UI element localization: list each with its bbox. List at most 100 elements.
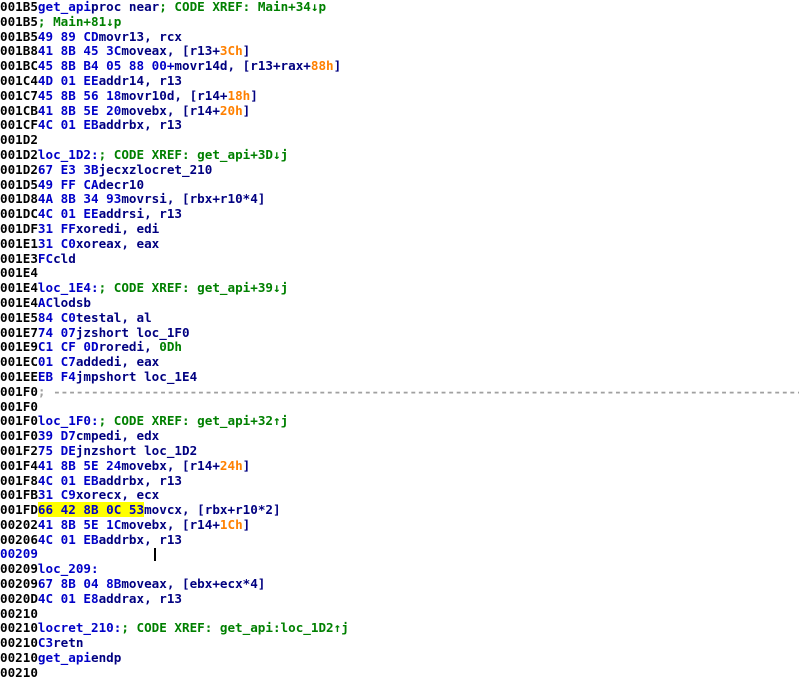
line-label[interactable]: locret_210:	[37, 620, 122, 636]
line-opcode-bytes[interactable]: 67 E3 3B	[37, 161, 99, 177]
line-mnemonic[interactable]: mov	[121, 576, 145, 592]
disasm-line[interactable]: 001E9C1 CF 0Droredi, 0Dh	[0, 339, 799, 355]
line-operands[interactable]: locret_210	[136, 161, 213, 177]
line-mnemonic[interactable]: add	[98, 72, 122, 88]
line-opcode-bytes[interactable]: 45 8B B4 05 88 00+	[37, 58, 175, 74]
line-mnemonic[interactable]: mov	[121, 516, 145, 532]
disasm-line[interactable]: 001E4AClodsb	[0, 294, 799, 311]
line-opcode-bytes[interactable]: 31 FF	[37, 220, 76, 236]
line-mnemonic[interactable]: jz	[75, 324, 92, 340]
line-mnemonic[interactable]: cmp	[75, 428, 99, 444]
line-operands[interactable]: eax, [ebx+ecx*4]	[144, 576, 266, 592]
line-opcode-bytes[interactable]: 41 8B 5E 1C	[37, 516, 122, 532]
line-mnemonic[interactable]: lodsb	[53, 294, 92, 310]
line-mnemonic[interactable]: add	[98, 472, 122, 488]
disasm-line[interactable]: 001B5; Main+81↓p	[0, 13, 799, 30]
line-opcode-bytes[interactable]: 41 8B 5E 20	[37, 102, 122, 118]
line-operands[interactable]: rax, r13	[121, 590, 183, 606]
line-label[interactable]: loc_1F0:	[37, 413, 99, 429]
disasm-line[interactable]: 001F039 D7cmpedi, edx	[0, 428, 799, 444]
line-operands[interactable]: short loc_1D2	[98, 442, 198, 458]
line-label[interactable]: get_api	[37, 0, 91, 14]
disasm-line[interactable]: 001D84A 8B 34 93movrsi, [rbx+r10*4]	[0, 191, 799, 207]
line-opcode-bytes[interactable]: 74 07	[37, 324, 76, 340]
line-comment[interactable]: ; CODE XREF: Main+34↓p	[159, 0, 327, 14]
line-opcode-bytes[interactable]: 01 C7	[37, 354, 76, 370]
line-mnemonic[interactable]: mov	[121, 457, 145, 473]
disasm-line[interactable]: 00210get_apiendp	[0, 650, 799, 666]
line-operands[interactable]: r13, rcx	[121, 28, 183, 44]
line-opcode-bytes[interactable]: 67 8B 04 8B	[37, 576, 122, 592]
line-operands[interactable]: r14, r13	[121, 72, 183, 88]
disasm-line[interactable]: 001D267 E3 3Bjecxzlocret_210	[0, 161, 799, 178]
line-mnemonic[interactable]: proc near	[91, 0, 160, 14]
line-operands[interactable]: ebx, [r14+1Ch]	[144, 516, 251, 532]
line-opcode-bytes[interactable]: 45 8B 56 18	[37, 87, 122, 103]
line-opcode-bytes[interactable]: AC	[37, 294, 54, 310]
line-mnemonic[interactable]: mov	[121, 191, 145, 207]
disasm-line[interactable]: 001FB31 C9xorecx, ecx	[0, 487, 799, 503]
line-operands[interactable]: short loc_1F0	[91, 324, 190, 340]
disasm-line[interactable]: 001F0; ---------------------------------…	[0, 384, 799, 400]
line-opcode-bytes[interactable]: 75 DE	[37, 442, 76, 458]
disasm-line[interactable]: 00210locret_210:; CODE XREF: get_api:loc…	[0, 621, 799, 636]
disasm-line[interactable]: 00209loc_209:	[0, 561, 799, 577]
line-label[interactable]: loc_1E4:	[37, 280, 99, 296]
disasm-line[interactable]: 001B5get_apiproc near; CODE XREF: Main+3…	[0, 0, 799, 15]
line-mnemonic[interactable]: jecxz	[98, 161, 137, 177]
disasm-line[interactable]: 001DC4C 01 EEaddrsi, r13	[0, 206, 799, 222]
line-mnemonic[interactable]: ror	[98, 339, 122, 355]
disasm-line[interactable]: 001D549 FF CAdecr10	[0, 176, 799, 193]
line-opcode-bytes[interactable]: 4C 01 E8	[37, 590, 99, 606]
line-operands[interactable]: ebx, [r14+20h]	[144, 102, 251, 118]
line-mnemonic[interactable]: xor	[75, 220, 99, 236]
line-comment[interactable]: ; Main+81↓p	[37, 13, 122, 29]
line-operands[interactable]: ebx, [r14+24h]	[144, 457, 251, 473]
line-operands[interactable]: al, al	[106, 309, 152, 325]
line-mnemonic[interactable]: add	[98, 531, 122, 547]
line-operands[interactable]: short loc_1E4	[98, 368, 198, 384]
disasm-line[interactable]: 001CB41 8B 5E 20movebx, [r14+20h]	[0, 102, 799, 119]
line-operands[interactable]: rbx, r13	[121, 472, 183, 488]
disasm-line[interactable]: 002064C 01 EBaddrbx, r13	[0, 531, 799, 548]
disasm-line[interactable]: 001EEEB F4jmpshort loc_1E4	[0, 368, 799, 385]
line-operands[interactable]: edi, edx	[98, 428, 160, 444]
line-opcode-bytes[interactable]: 4C 01 EB	[37, 472, 99, 488]
disasm-line[interactable]: 001F0	[0, 399, 799, 415]
disasm-line[interactable]: 001F84C 01 EBaddrbx, r13	[0, 472, 799, 489]
line-opcode-bytes[interactable]: 4A 8B 34 93	[37, 191, 122, 207]
disasm-line[interactable]: 001F0loc_1F0:; CODE XREF: get_api+32↑j	[0, 413, 799, 429]
disasm-line[interactable]: 001E774 07jzshort loc_1F0	[0, 324, 799, 341]
line-label[interactable]: loc_209:	[37, 561, 99, 577]
line-mnemonic[interactable]: add	[98, 206, 122, 222]
line-mnemonic[interactable]: endp	[91, 650, 122, 666]
highlighted-bytes[interactable]: 66 42 8B 0C 53	[37, 502, 145, 518]
line-comment[interactable]: ; CODE XREF: get_api+3D↓j	[98, 146, 289, 162]
disasm-line[interactable]: 0020241 8B 5E 1Cmovebx, [r14+1Ch]	[0, 516, 799, 533]
line-operands[interactable]: rsi, [rbx+r10*4]	[144, 191, 266, 207]
line-operands[interactable]: r10	[121, 176, 145, 192]
line-opcode-bytes[interactable]: 66 42 8B 0C 53	[37, 502, 145, 518]
line-opcode-bytes[interactable]: 31 C0	[37, 235, 76, 251]
line-mnemonic[interactable]: cld	[53, 250, 76, 266]
line-mnemonic[interactable]: mov	[121, 43, 145, 59]
disasm-line[interactable]: 001FD66 42 8B 0C 53movcx, [rbx+r10*2]	[0, 502, 799, 518]
line-mnemonic[interactable]: dec	[98, 176, 122, 192]
line-mnemonic[interactable]: test	[75, 309, 107, 325]
line-operands[interactable]: rsi, r13	[121, 206, 183, 222]
disasm-line[interactable]: 001C745 8B 56 18movr10d, [r14+18h]	[0, 87, 799, 104]
line-operands[interactable]: r10d, [r14+18h]	[144, 87, 258, 103]
disasm-line[interactable]: 001DF31 FFxoredi, edi	[0, 220, 799, 237]
line-operands[interactable]: eax, eax	[98, 235, 160, 251]
line-mnemonic[interactable]: add	[98, 590, 122, 606]
line-opcode-bytes[interactable]: 41 8B 5E 24	[37, 457, 122, 473]
line-opcode-bytes[interactable]: 39 D7	[37, 428, 76, 444]
line-mnemonic[interactable]: mov	[121, 102, 145, 118]
disasm-line[interactable]: 00210C3retn	[0, 635, 799, 651]
disasm-line[interactable]: 001E584 C0testal, al	[0, 309, 799, 326]
line-operands[interactable]: rbx, r13	[121, 531, 183, 547]
line-operands[interactable]: edi, eax	[98, 354, 160, 370]
line-opcode-bytes[interactable]: 4C 01 EB	[37, 531, 99, 547]
disasm-line[interactable]: 0020967 8B 04 8Bmoveax, [ebx+ecx*4]	[0, 576, 799, 592]
